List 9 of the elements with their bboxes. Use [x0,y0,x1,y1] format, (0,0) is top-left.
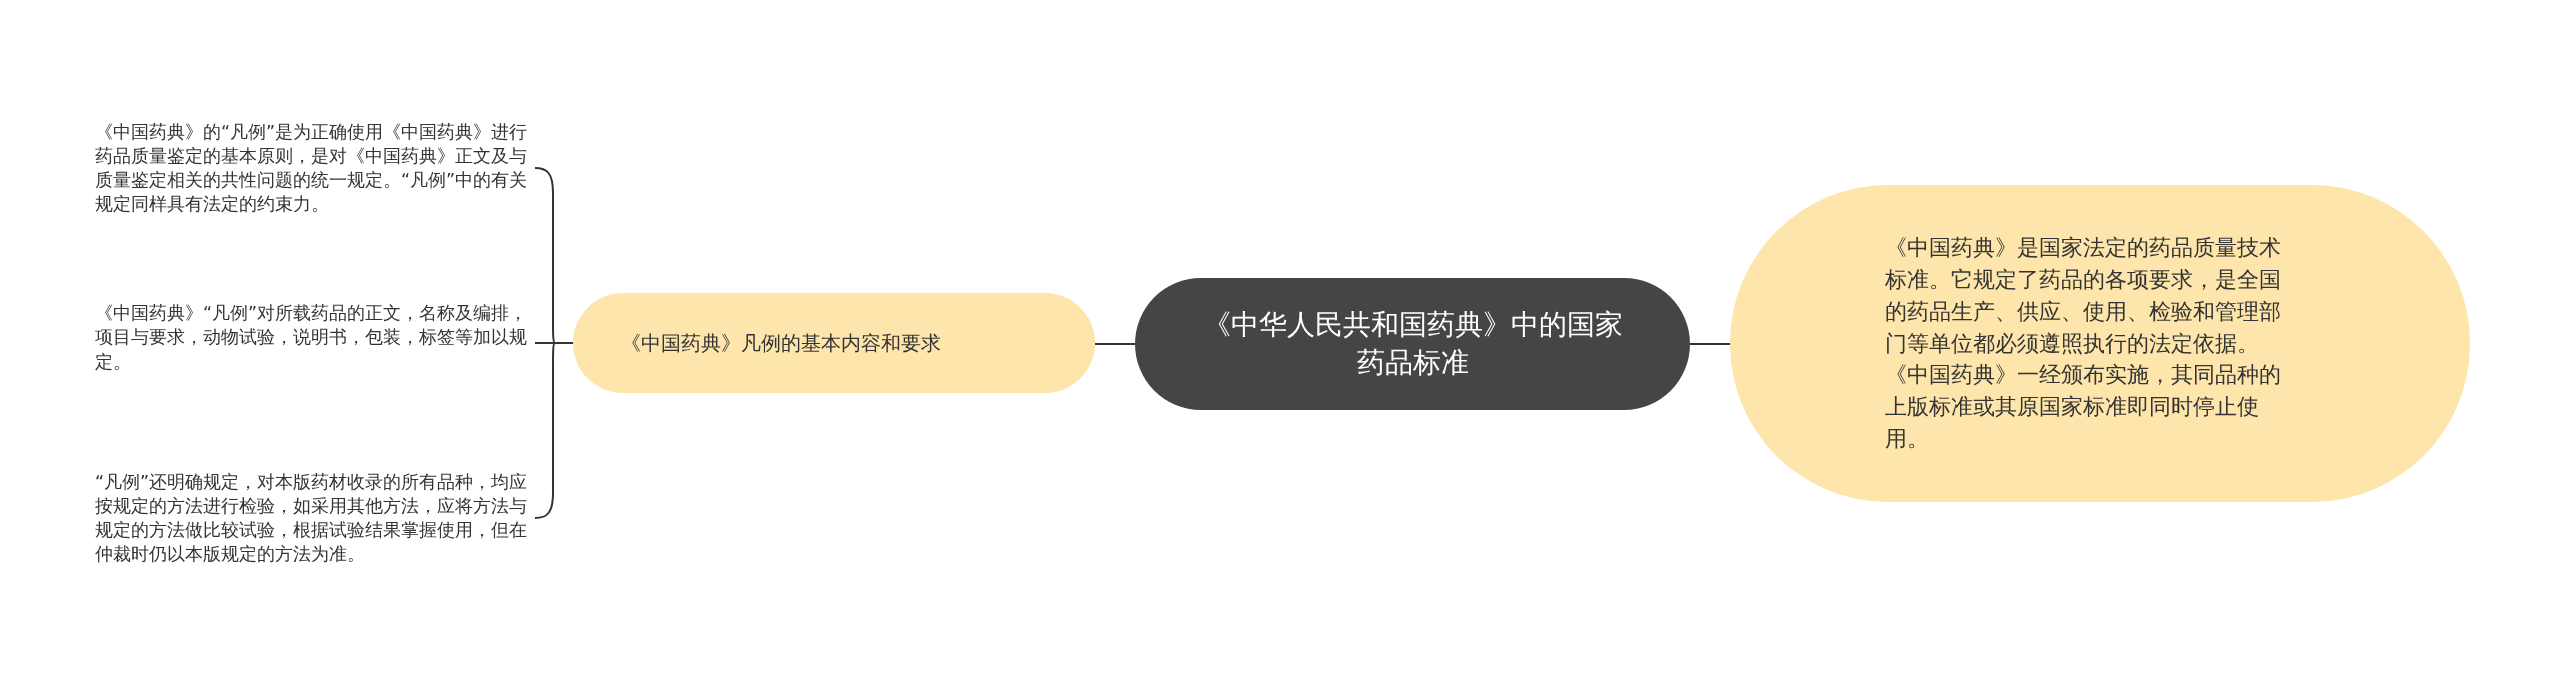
topic-text: 《中国药典》是国家法定的药品质量技术标准。它规定了药品的各项要求，是全国的药品生产、供应、使用、检验和管理部门等单位都必须遵照执行的法定依据。《中国药典》一经颁布实施，其同品种的上版标准或其原国家标准即同时停止使用。 [1885,233,2282,454]
note-text: 《中国药典》“凡例”对所载药品的正文，名称及编排，项目与要求，动物试验，说明书，包装，标签等加以规定。 [95,302,529,374]
connector-line [534,342,574,519]
connector-line [1689,343,1731,345]
note-text: “凡例”还明确规定，对本版药材收录的所有品种，均应按规定的方法进行检验，如采用其他方法，应将方法与规定的方法做比较试验，根据试验结果掌握使用，但在仲裁时仍以本版规定的方法为准。 [95,470,529,567]
note-text: 《中国药典》的“凡例”是为正确使用《中国药典》进行药品质量鉴定的基本原则，是对《中国药典》正文及与质量鉴定相关的共性问题的统一规定。“凡例”中的有关规定同样具有法定的约束力。 [95,120,529,217]
topic-text: 《中华人民共和国药典》中的国家药品标准 [1201,307,1624,381]
connector-line [1094,343,1136,345]
topic-text: 《中国药典》凡例的基本内容和要求 [621,330,941,357]
